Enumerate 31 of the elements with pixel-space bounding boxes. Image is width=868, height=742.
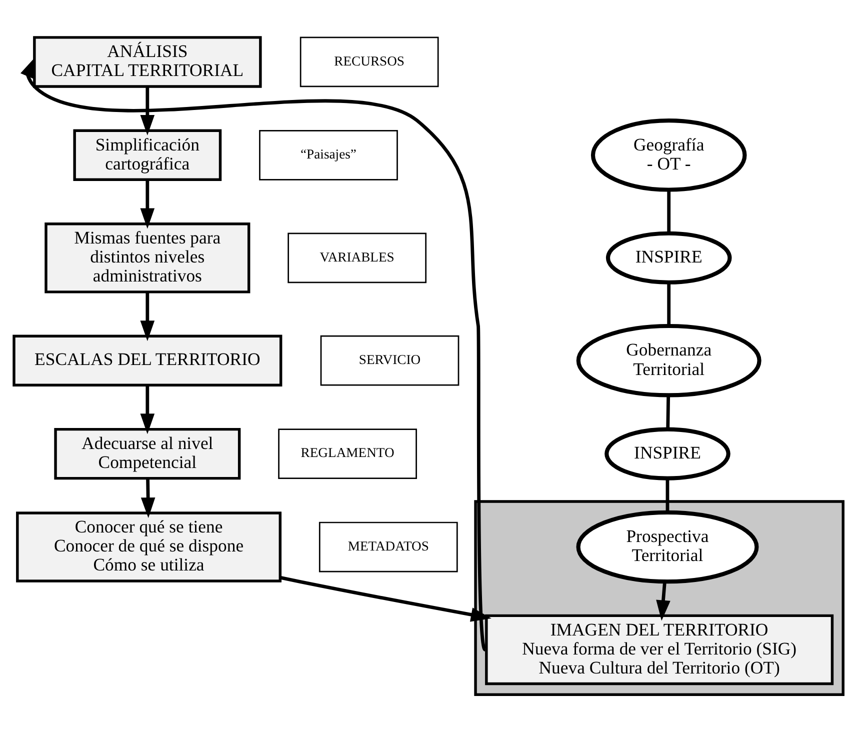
connector: [667, 282, 671, 326]
node-box: IMAGEN DEL TERRITORIO Nueva forma de ver el Territorio (SIG) Nueva Cultura del Territorio (OT): [485, 614, 834, 685]
node-ellipse: Geografía - OT -: [590, 118, 747, 192]
arrow: [140, 179, 155, 228]
connector: [666, 395, 670, 428]
node-ellipse: INSPIRE: [606, 230, 732, 284]
arrow: [656, 581, 670, 620]
node-box: Simplificación cartográfica: [73, 128, 222, 181]
node-box: ANÁLISIS CAPITAL TERRITORIAL: [33, 36, 262, 88]
node-box: ESCALAS DEL TERRITORIO: [12, 334, 282, 386]
arrow: [140, 384, 155, 434]
node-box: REGLAMENTO: [278, 428, 417, 478]
node-box: Adecuarse al nivel Competencial: [54, 427, 241, 480]
node-box: Mismas fuentes para distintos niveles administrativos: [44, 222, 250, 293]
node-box: VARIABLES: [288, 232, 426, 283]
node-box: Conocer qué se tiene Conocer de qué se dispone Cómo se utiliza: [16, 511, 282, 582]
arrow: [140, 478, 156, 518]
cluster: [474, 500, 844, 696]
node-ellipse: Gobernanza Territorial: [576, 323, 762, 397]
arrow: [140, 86, 155, 135]
arrow: [20, 56, 487, 650]
node-ellipse: Prospectiva Territorial: [576, 510, 759, 584]
node-box: METADATOS: [318, 521, 458, 572]
arrow: [140, 292, 155, 341]
node-box: “Paisajes”: [259, 129, 398, 180]
connector: [666, 478, 670, 512]
connector: [667, 189, 671, 232]
node-box: RECURSOS: [300, 36, 439, 87]
node-ellipse: INSPIRE: [604, 426, 730, 480]
node-box: SERVICIO: [320, 334, 460, 386]
arrow: [280, 575, 492, 622]
